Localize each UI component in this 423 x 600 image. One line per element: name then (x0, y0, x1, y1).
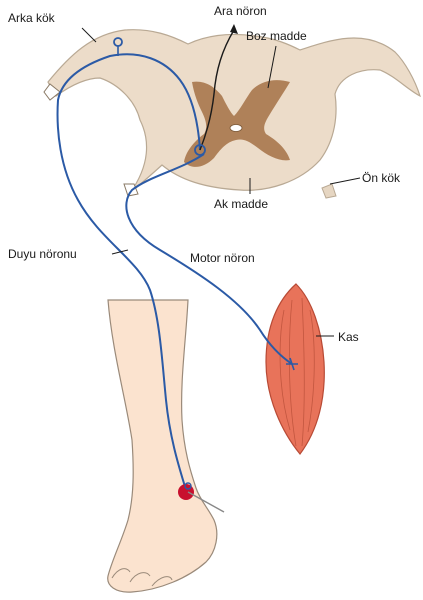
label-dorsal-root: Arka kök (8, 11, 56, 25)
label-white-matter: Ak madde (214, 197, 268, 211)
ventral-root-stub-right (322, 184, 336, 198)
label-gray-matter: Boz madde (246, 29, 307, 43)
label-muscle: Kas (338, 330, 359, 344)
leg-foot (108, 300, 217, 592)
spinal-cord-white-matter (48, 30, 420, 193)
leader-dorsal-root (82, 28, 96, 42)
central-canal (230, 125, 242, 132)
label-ventral-root: Ön kök (362, 171, 401, 185)
label-sensory-neuron: Duyu nöronu (8, 247, 77, 261)
interneuron-arrowhead (230, 24, 238, 34)
leader-ventral-root (330, 178, 360, 184)
label-interneuron: Ara nöron (214, 4, 267, 18)
muscle (266, 284, 324, 454)
label-motor-neuron: Motor nöron (190, 251, 255, 265)
